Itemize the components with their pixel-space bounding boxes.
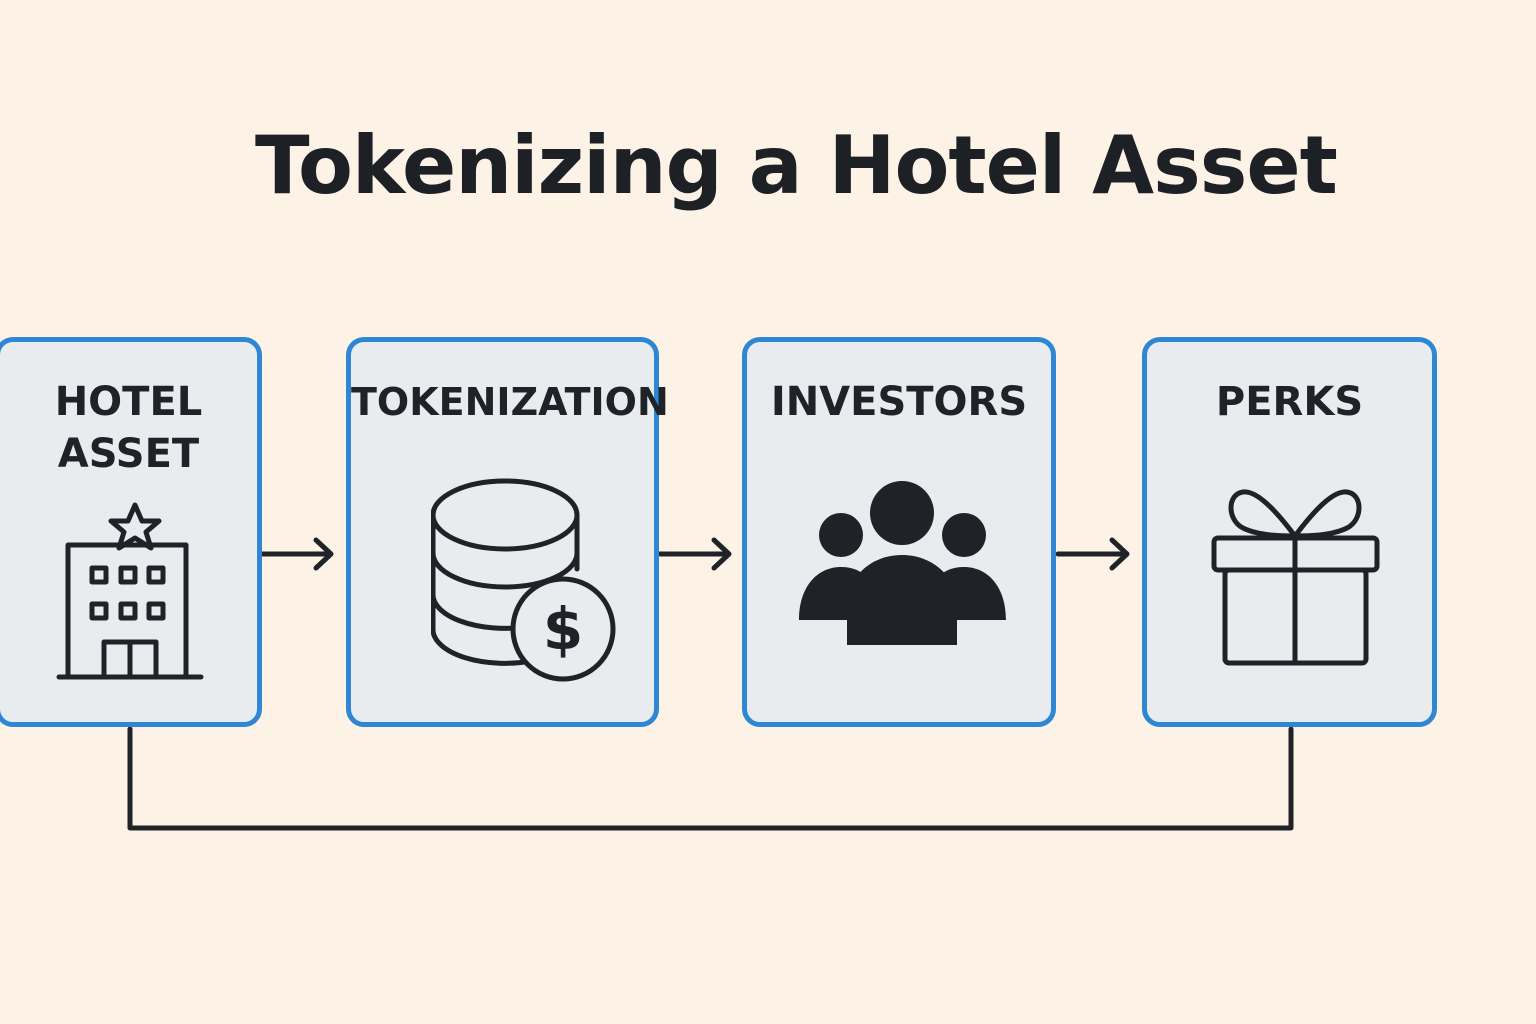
gift-icon <box>1211 489 1380 666</box>
node-hotel-asset-label: HOTEL ASSET <box>54 379 203 477</box>
page-title: Tokenizing a Hotel Asset <box>255 119 1338 212</box>
node-investors-label: INVESTORS <box>770 379 1028 425</box>
hotel-building-icon <box>56 502 204 680</box>
node-perks: PERKS <box>1142 337 1437 727</box>
node-tokenization: TOKENIZATION $ <box>346 337 669 727</box>
svg-text:$: $ <box>543 595 583 663</box>
feedback-line-hotel-to-perks <box>127 726 1294 831</box>
arrow-tokenization-to-investors <box>657 537 732 571</box>
node-investors: INVESTORS <box>742 337 1056 727</box>
node-perks-label: PERKS <box>1215 379 1364 425</box>
arrow-hotel-to-tokenization <box>260 537 334 571</box>
node-tokenization-label: TOKENIZATION <box>351 380 669 424</box>
people-group-icon <box>799 481 1006 645</box>
coin-stack-dollar-icon: $ <box>431 478 616 682</box>
arrow-investors-to-perks <box>1055 537 1130 571</box>
node-hotel-asset: HOTEL ASSET <box>0 337 262 727</box>
